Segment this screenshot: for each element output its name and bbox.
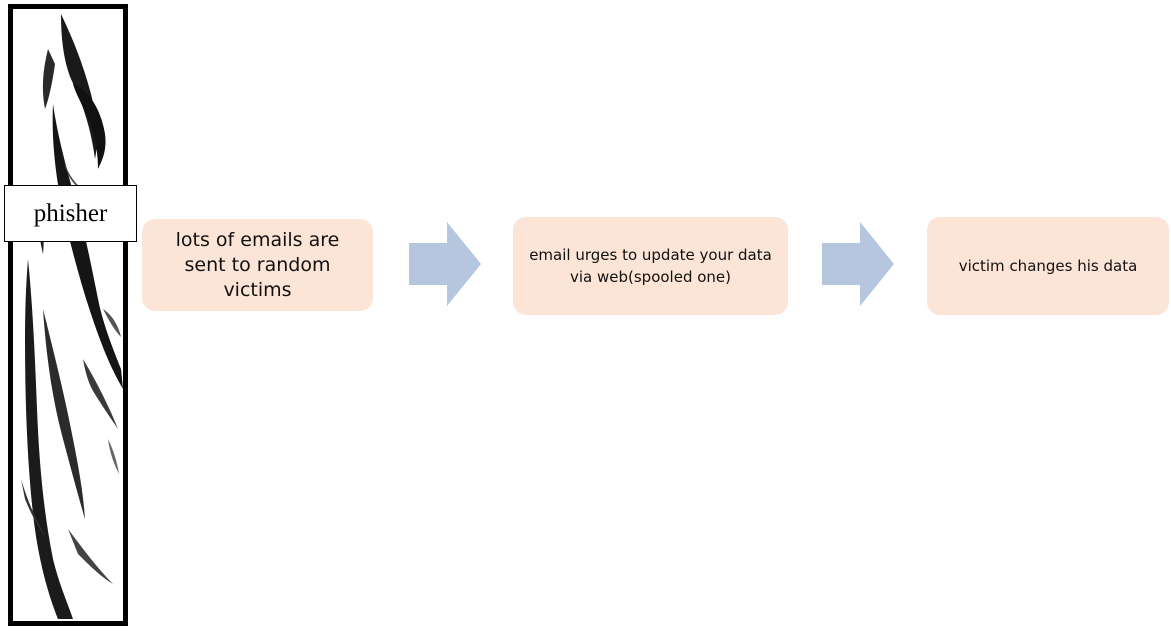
step-send-emails: lots of emails are sent to random victim… — [142, 219, 373, 311]
right-arrow-icon — [409, 222, 481, 306]
phisher-figure — [13, 9, 123, 621]
phisher-label: phisher — [4, 185, 137, 242]
right-arrow-icon — [822, 222, 894, 306]
right-arrow-shape — [822, 222, 894, 306]
step-update-data-request: email urges to update your data via web(… — [513, 217, 788, 315]
step-victim-changes-data: victim changes his data — [927, 217, 1169, 315]
right-arrow-shape — [409, 222, 481, 306]
phisher-figure-image — [8, 4, 128, 626]
